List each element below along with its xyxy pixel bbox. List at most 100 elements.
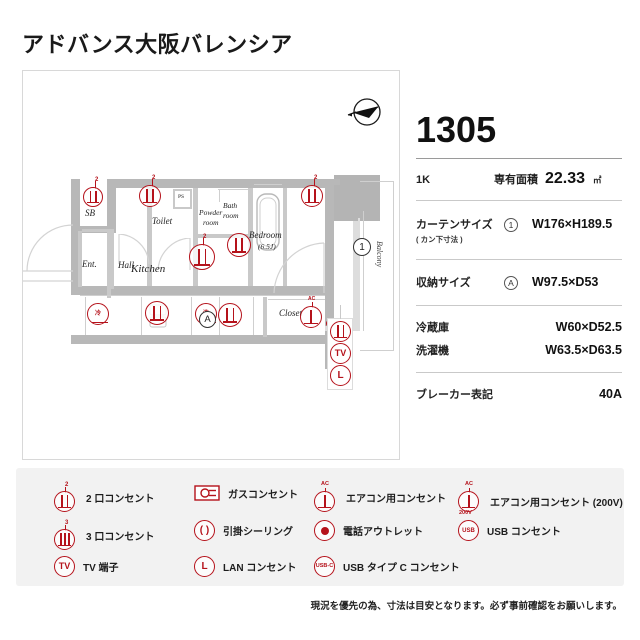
counter-line xyxy=(253,297,254,335)
room-label-kitchen: Kitchen xyxy=(131,263,166,275)
door-arc-icon xyxy=(118,234,150,265)
balcony-line xyxy=(363,211,364,331)
ceiling-hook-icon: ( ) xyxy=(194,520,215,541)
area-value: 22.33 xyxy=(545,170,586,187)
shaft-block xyxy=(334,175,380,221)
legend-item-ceiling-hook: ( ) 引掛シーリング xyxy=(194,520,293,541)
outlet-symbol xyxy=(145,297,173,329)
room-label-ps: PS xyxy=(178,194,185,200)
wall xyxy=(173,189,192,191)
room-label-hall: Hall xyxy=(118,260,135,270)
outlet-2-icon: 2 xyxy=(54,482,78,512)
curtain-value: W176×H189.5 xyxy=(532,217,613,231)
phone-outlet-icon xyxy=(314,520,335,541)
room-label-entrance: Ent. xyxy=(82,259,97,269)
wall xyxy=(263,297,267,337)
legend-label: USB コンセント xyxy=(487,527,561,538)
balcony-line xyxy=(393,181,394,351)
layout-value: 1K xyxy=(416,174,431,186)
fridge-row: 冷蔵庫 W60×D52.5 xyxy=(416,319,622,335)
outlet-symbol: 2 xyxy=(301,175,327,207)
room-label-toilet: Toilet xyxy=(152,216,173,226)
curtain-label: カーテンサイズ xyxy=(416,219,493,231)
gas-outlet-icon xyxy=(194,485,220,501)
curtain-marker: 1 xyxy=(353,238,371,256)
legend-label: エアコン用コンセント xyxy=(346,493,446,505)
legend-label: TV 端子 xyxy=(83,563,119,574)
wall xyxy=(173,189,175,209)
breaker-value: 40A xyxy=(599,387,622,401)
usb-c-outlet-icon: USB-C xyxy=(314,556,335,577)
room-label-sb: SB xyxy=(85,208,95,218)
legend-item-outlet-2: 2 2 口コンセント xyxy=(54,482,154,512)
room-label-balcony: Balcony xyxy=(375,241,384,268)
floorplan-area: SB Ent. Hall Toilet Powder room Bath roo… xyxy=(22,70,400,460)
wall xyxy=(71,286,80,295)
area-label: 専有面積 xyxy=(494,174,538,186)
outlet-symbol xyxy=(330,321,351,342)
wall xyxy=(71,335,333,344)
divider xyxy=(416,305,622,306)
wall xyxy=(78,231,82,287)
wall xyxy=(107,179,116,231)
legend-label: LAN コンセント xyxy=(223,563,297,574)
wall xyxy=(353,221,358,331)
storage-label: 収納サイズ xyxy=(416,277,471,289)
fridge-label: 冷蔵庫 xyxy=(416,322,449,334)
divider xyxy=(416,158,622,159)
counter-line xyxy=(80,295,333,296)
entrance-door-icon xyxy=(23,224,74,282)
usb-outlet-icon: USB xyxy=(458,520,479,541)
legend-item-phone-outlet: 電話アウトレット xyxy=(314,520,423,541)
divider xyxy=(416,200,622,201)
lan-outlet-icon: L xyxy=(194,556,215,577)
legend-label: 引掛シーリング xyxy=(223,527,293,538)
info-panel: 1305 1K 専有面積 22.33 ㎡ カーテンサイズ ( カン下寸法 ) 1… xyxy=(416,70,622,402)
room-number: 1305 xyxy=(416,109,497,150)
door-arc-icon xyxy=(273,242,325,294)
washer-label: 洗濯機 xyxy=(416,345,449,357)
counter-line xyxy=(254,184,282,185)
closet-line xyxy=(268,299,332,300)
outlet-tower: TV L xyxy=(327,305,353,390)
legend-item-gas-outlet: ガスコンセント xyxy=(194,485,298,501)
wall xyxy=(107,286,111,298)
outlet-symbol xyxy=(218,299,244,329)
wall xyxy=(248,188,253,286)
wall xyxy=(82,229,114,232)
fridge-value: W60×D52.5 xyxy=(555,320,622,334)
balcony-line xyxy=(360,350,394,351)
storage-row: 収納サイズ A W97.5×D53 xyxy=(416,274,622,290)
wall xyxy=(334,179,340,185)
wall xyxy=(107,179,333,188)
wall xyxy=(193,188,198,286)
counter-line xyxy=(218,189,248,190)
breaker-label: ブレーカー表記 xyxy=(416,389,493,401)
legend-label: 電話アウトレット xyxy=(343,527,423,538)
curtain-row: カーテンサイズ ( カン下寸法 ) 1 W176×H189.5 xyxy=(416,215,622,245)
curtain-sublabel: ( カン下寸法 ) xyxy=(416,235,463,244)
legend-item-outlet-3: 3 3 口コンセント xyxy=(54,520,154,550)
washer-row: 洗濯機 W63.5×D63.5 xyxy=(416,342,622,358)
room-label-powder: Powder xyxy=(199,208,223,217)
outlet-symbol: 2 xyxy=(189,234,219,270)
page-title: アドバンス大阪バレンシア xyxy=(22,32,293,57)
legend-item-tv-terminal: TV TV 端子 xyxy=(54,556,119,577)
lan-outlet-symbol: L xyxy=(330,365,351,386)
legend-label: 2 口コンセント xyxy=(86,493,155,505)
divider xyxy=(416,372,622,373)
room-label-bedroom-size: (6.5J) xyxy=(258,242,276,251)
wall xyxy=(107,231,114,289)
curtain-marker-badge: 1 xyxy=(504,218,518,232)
counter-line xyxy=(191,297,192,335)
ac-outlet-icon: AC xyxy=(314,481,338,512)
legend-label: ガスコンセント xyxy=(228,489,298,501)
wall xyxy=(198,234,248,238)
outlet-symbol: 2 xyxy=(83,177,109,207)
balcony-line xyxy=(360,181,394,182)
wall xyxy=(147,188,152,238)
north-arrow-icon xyxy=(347,98,381,126)
legend-label: USB タイプ C コンセント xyxy=(343,563,460,574)
wall xyxy=(147,234,152,286)
